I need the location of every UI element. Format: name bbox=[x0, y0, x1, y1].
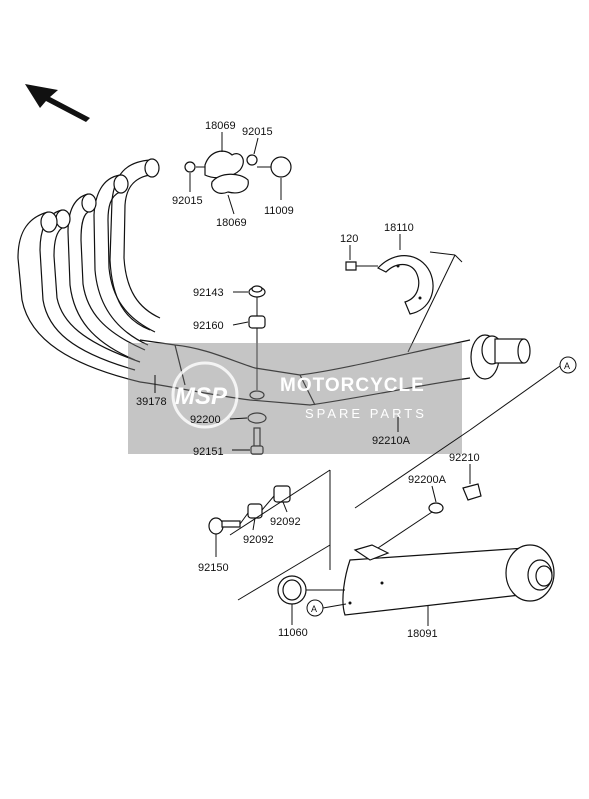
label-18069-top: 18069 bbox=[205, 120, 236, 132]
hanger-mount-parts bbox=[247, 285, 267, 455]
label-18110: 18110 bbox=[384, 222, 414, 234]
label-92092-right: 92092 bbox=[270, 516, 301, 528]
label-92015-top: 92015 bbox=[242, 126, 273, 138]
part-labels: 18069 92015 92015 11009 18069 120 18110 … bbox=[136, 120, 480, 640]
muffler-18091 bbox=[277, 544, 555, 616]
label-18091: 18091 bbox=[407, 628, 438, 640]
label-92160: 92160 bbox=[193, 320, 224, 332]
label-92210: 92210 bbox=[449, 452, 480, 464]
label-92150: 92150 bbox=[198, 562, 229, 574]
svg-text:A: A bbox=[311, 604, 317, 614]
exhaust-header-pipes bbox=[17, 158, 531, 406]
label-120: 120 bbox=[340, 233, 358, 245]
watermark-line2: SPARE PARTS bbox=[305, 406, 427, 421]
label-92200a: 92200A bbox=[408, 474, 447, 486]
label-92015-left: 92015 bbox=[172, 195, 203, 207]
heat-shield-18110 bbox=[345, 251, 463, 353]
label-39178: 39178 bbox=[136, 396, 167, 408]
reference-marker-a-right: A bbox=[559, 356, 577, 374]
label-92200: 92200 bbox=[190, 414, 221, 426]
label-92143: 92143 bbox=[193, 287, 224, 299]
label-92210a: 92210A bbox=[372, 435, 411, 447]
direction-arrow-icon bbox=[25, 84, 90, 122]
label-11009: 11009 bbox=[264, 205, 294, 217]
label-11060: 11060 bbox=[278, 627, 308, 639]
svg-text:A: A bbox=[564, 361, 570, 371]
label-92151: 92151 bbox=[193, 446, 224, 458]
clamp-group-top bbox=[184, 150, 292, 194]
watermark: MSP MOTORCYCLE SPARE PARTS bbox=[128, 343, 462, 454]
reference-marker-a-left: A bbox=[306, 599, 324, 617]
label-18069-bottom: 18069 bbox=[216, 217, 247, 229]
watermark-logo: MSP bbox=[175, 383, 228, 410]
watermark-line1: MOTORCYCLE bbox=[280, 375, 425, 396]
leader-lines bbox=[154, 132, 471, 626]
label-92092-left: 92092 bbox=[243, 534, 274, 546]
muffler-mount-bolt bbox=[208, 365, 561, 601]
